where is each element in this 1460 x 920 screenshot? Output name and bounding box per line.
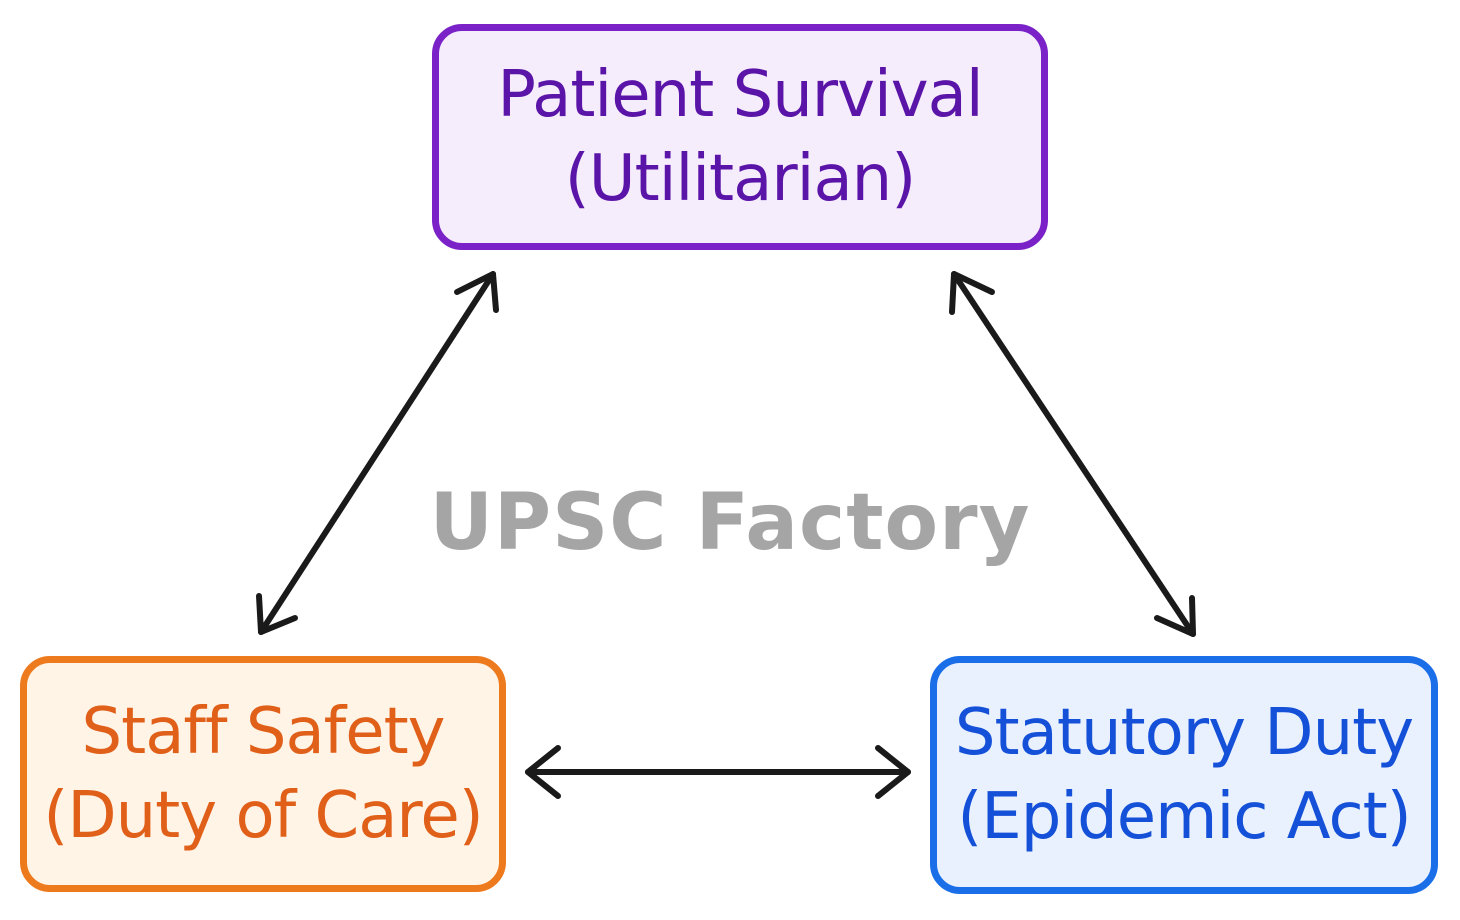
node-patient-survival-title: Patient Survival <box>497 58 983 132</box>
arrow-top-left-head-top <box>454 271 499 313</box>
node-staff-safety-subtitle: (Duty of Care) <box>43 779 483 853</box>
node-patient-survival-subtitle: (Utilitarian) <box>564 142 916 216</box>
arrow-top-right-head-bottom <box>1154 595 1196 637</box>
arrow-top-right-shaft <box>951 271 1196 637</box>
arrow-left-right-head-left <box>525 745 561 799</box>
node-staff-safety: Staff Safety (Duty of Care) <box>20 656 506 892</box>
node-statutory-duty: Statutory Duty (Epidemic Act) <box>930 656 1438 894</box>
arrow-top-right-head-top <box>949 271 995 315</box>
watermark-text: UPSC Factory <box>429 478 1031 568</box>
arrow-top-left-head-bottom <box>256 593 298 635</box>
node-staff-safety-title: Staff Safety <box>81 695 445 769</box>
node-statutory-duty-subtitle: (Epidemic Act) <box>957 780 1411 854</box>
arrow-left-right-head-right <box>875 745 911 799</box>
arrow-top-right <box>949 271 1196 637</box>
node-statutory-duty-title: Statutory Duty <box>954 696 1414 770</box>
arrow-top-left <box>256 271 499 635</box>
arrow-left-right <box>525 745 911 799</box>
arrow-top-left-shaft <box>258 271 496 635</box>
node-patient-survival: Patient Survival (Utilitarian) <box>432 24 1048 250</box>
